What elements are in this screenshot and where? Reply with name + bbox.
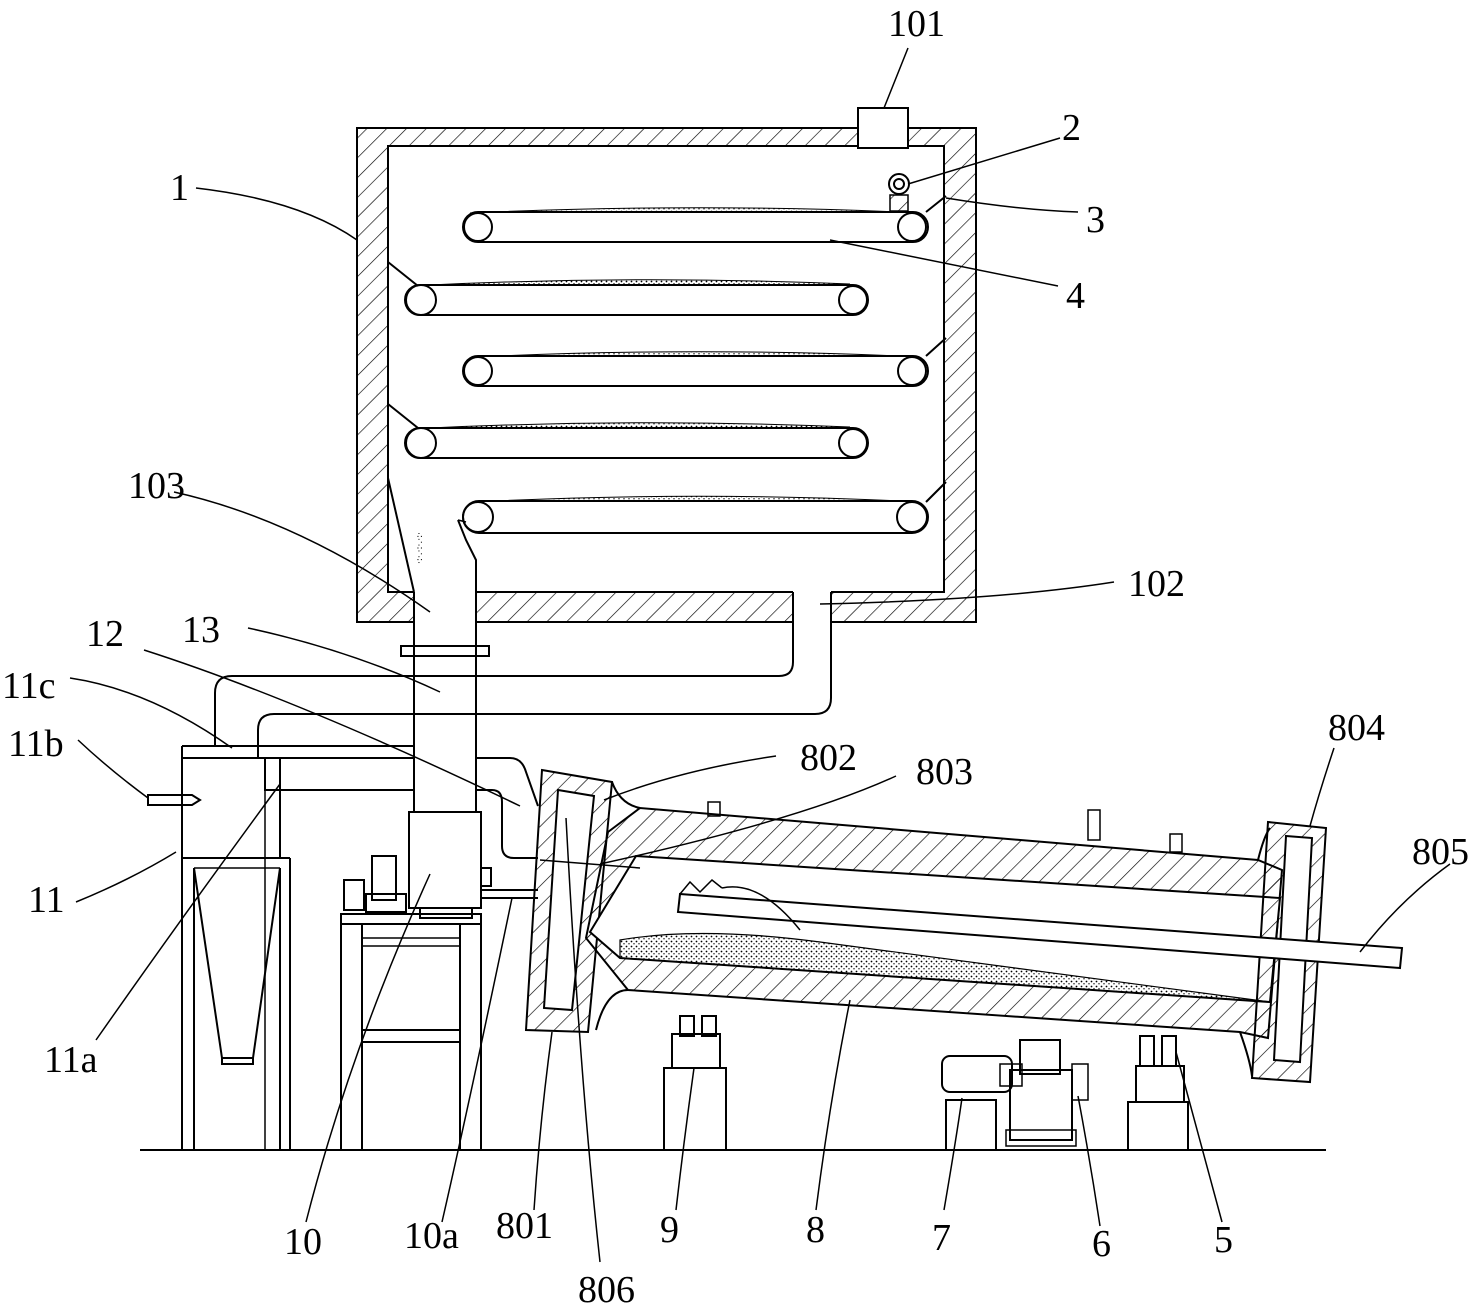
exhaust-duct xyxy=(214,622,832,758)
label-11a: 11a xyxy=(44,1039,98,1081)
label-13: 13 xyxy=(182,609,220,651)
label-10: 10 xyxy=(284,1221,322,1263)
cyclone-separator xyxy=(147,745,415,1150)
label-3: 3 xyxy=(1086,199,1105,241)
label-4: 4 xyxy=(1066,275,1085,317)
label-1: 1 xyxy=(170,167,189,209)
label-804: 804 xyxy=(1328,707,1385,749)
kiln-supports xyxy=(663,1015,1189,1151)
label-11c: 11c xyxy=(2,665,55,707)
label-102: 102 xyxy=(1128,563,1185,605)
label-10a: 10a xyxy=(404,1215,459,1257)
label-805: 805 xyxy=(1412,831,1469,873)
label-806: 806 xyxy=(578,1269,635,1309)
label-5: 5 xyxy=(1214,1219,1233,1261)
label-11b: 11b xyxy=(8,723,64,765)
discharge-chute: ·:·.·:·.·:· xyxy=(387,477,490,812)
drying-box xyxy=(356,107,977,624)
label-9: 9 xyxy=(660,1209,679,1251)
exhaust-port-101 xyxy=(857,107,909,149)
rotary-kiln xyxy=(524,768,1404,1084)
feed-pipe xyxy=(888,173,910,212)
conveyor-belts xyxy=(387,195,947,534)
label-6: 6 xyxy=(1092,1223,1111,1265)
label-11: 11 xyxy=(28,879,65,921)
part-labels: 101 2 1 3 4 103 102 12 13 11c 11b 11 11a… xyxy=(2,3,1469,1309)
svg-text:·:·.·:·.·:·: ·:·.·:·.·:· xyxy=(415,532,425,564)
leader-lines xyxy=(69,47,1451,1263)
induced-draft-fan xyxy=(340,811,538,1150)
label-801: 801 xyxy=(496,1205,553,1247)
label-803: 803 xyxy=(916,751,973,793)
label-7: 7 xyxy=(932,1217,951,1259)
kiln-feed-duct xyxy=(476,757,539,859)
label-12: 12 xyxy=(86,613,124,655)
label-103: 103 xyxy=(128,465,185,507)
label-101: 101 xyxy=(888,3,945,45)
label-8: 8 xyxy=(806,1209,825,1251)
label-802: 802 xyxy=(800,737,857,779)
label-2: 2 xyxy=(1062,107,1081,149)
